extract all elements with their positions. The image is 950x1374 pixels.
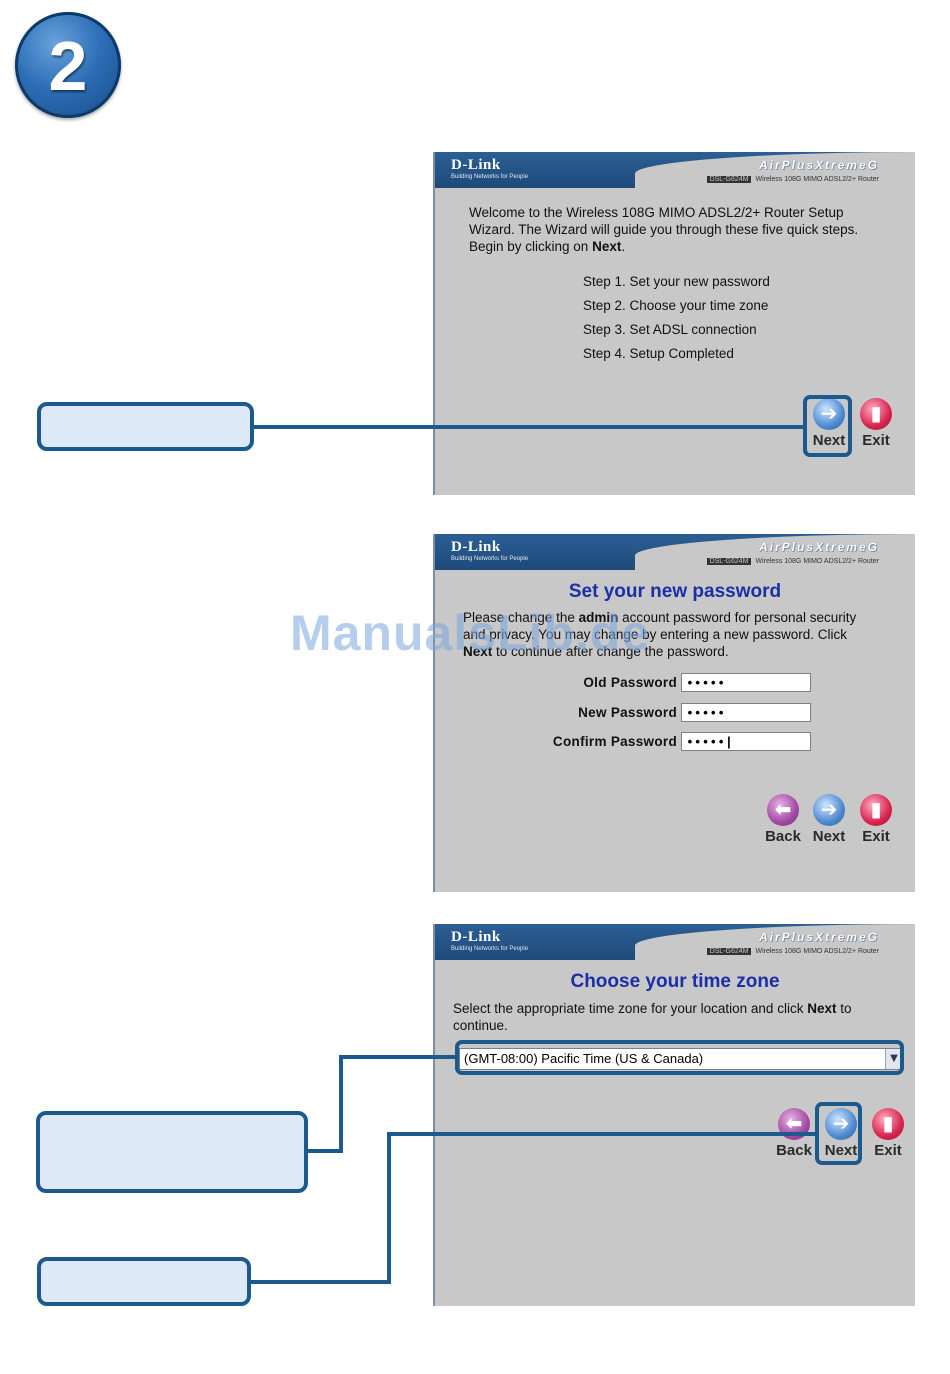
old-password-label: Old Password xyxy=(583,675,677,690)
next-button-highlight xyxy=(815,1102,862,1165)
arrow-right-icon: ➔ xyxy=(825,1108,857,1140)
new-password-field[interactable]: ••••• xyxy=(681,703,811,722)
product-name: AirPlusXtremeG xyxy=(758,540,879,554)
password-instructions: Please change the admin account password… xyxy=(463,610,857,659)
welcome-panel: D-Link Building Networks for People AirP… xyxy=(433,152,915,495)
next-button[interactable]: ➔ Next xyxy=(807,794,851,845)
arrow-right-icon: ➔ xyxy=(813,398,845,430)
list-item: Step 2. Choose your time zone xyxy=(583,298,769,313)
dlink-banner: D-Link Building Networks for People AirP… xyxy=(435,534,915,570)
callout-box-select-timezone xyxy=(36,1111,308,1193)
step-number: 2 xyxy=(48,27,88,105)
callout-connector xyxy=(248,1280,391,1284)
callout-box-click-next xyxy=(37,1257,251,1306)
dlink-tagline: Building Networks for People xyxy=(451,556,529,562)
dlink-logo: D-Link xyxy=(451,157,501,173)
exit-icon: ▮ xyxy=(872,1108,904,1140)
confirm-password-row: Confirm Password •••••| xyxy=(435,732,815,754)
arrow-right-icon: ➔ xyxy=(813,794,845,826)
page-title: Set your new password xyxy=(568,581,782,602)
exit-button[interactable]: ▮ Exit xyxy=(866,1108,910,1159)
new-password-row: New Password ••••• xyxy=(435,703,815,725)
dlink-logo: D-Link xyxy=(451,539,501,555)
watermark: ManualsLib.de xyxy=(290,605,651,661)
exit-button[interactable]: ▮ Exit xyxy=(854,398,898,449)
arrow-left-icon: ⬅ xyxy=(767,794,799,826)
next-button-highlight xyxy=(803,395,852,457)
exit-button[interactable]: ▮ Exit xyxy=(854,794,898,845)
old-password-row: Old Password ••••• xyxy=(435,673,815,695)
callout-connector xyxy=(387,1132,817,1136)
confirm-password-label: Confirm Password xyxy=(552,734,677,749)
dlink-tagline: Building Networks for People xyxy=(451,174,529,180)
timezone-select-highlight xyxy=(455,1040,904,1075)
password-panel: D-Link Building Networks for People AirP… xyxy=(433,534,915,892)
welcome-text: Welcome to the Wireless 108G MIMO ADSL2/… xyxy=(469,205,859,254)
list-item: Step 1. Set your new password xyxy=(583,274,770,289)
timezone-instructions: Select the appropriate time zone for you… xyxy=(453,1001,852,1033)
exit-icon: ▮ xyxy=(860,398,892,430)
step-number-badge: 2 xyxy=(15,12,121,118)
callout-connector xyxy=(339,1055,343,1153)
product-name: AirPlusXtremeG xyxy=(758,930,879,944)
dlink-logo: D-Link xyxy=(451,929,501,945)
callout-connector xyxy=(387,1132,391,1284)
new-password-label: New Password xyxy=(578,705,677,720)
list-item: Step 3. Set ADSL connection xyxy=(583,322,757,337)
dlink-banner: D-Link Building Networks for People AirP… xyxy=(435,152,915,188)
exit-icon: ▮ xyxy=(860,794,892,826)
dlink-tagline: Building Networks for People xyxy=(451,946,529,952)
callout-box-click-next xyxy=(37,402,254,451)
old-password-field[interactable]: ••••• xyxy=(681,673,811,692)
timezone-panel: D-Link Building Networks for People AirP… xyxy=(433,924,915,1306)
next-button[interactable]: ➔ Next xyxy=(807,398,851,449)
next-button[interactable]: ➔ Next xyxy=(819,1108,863,1159)
callout-connector xyxy=(339,1055,457,1059)
dlink-banner: D-Link Building Networks for People AirP… xyxy=(435,924,915,960)
page-title: Choose your time zone xyxy=(570,971,780,992)
chevron-down-icon[interactable]: ▼ xyxy=(885,1049,902,1069)
timezone-select[interactable]: (GMT-08:00) Pacific Time (US & Canada) ▼ xyxy=(459,1048,903,1070)
confirm-password-field[interactable]: •••••| xyxy=(681,732,811,751)
wizard-steps-list: Step 1. Set your new password Step 2. Ch… xyxy=(583,270,770,366)
back-button[interactable]: ⬅ Back xyxy=(761,794,805,845)
list-item: Step 4. Setup Completed xyxy=(583,346,734,361)
product-name: AirPlusXtremeG xyxy=(758,158,879,172)
callout-connector xyxy=(305,1149,343,1153)
callout-connector xyxy=(252,425,805,429)
